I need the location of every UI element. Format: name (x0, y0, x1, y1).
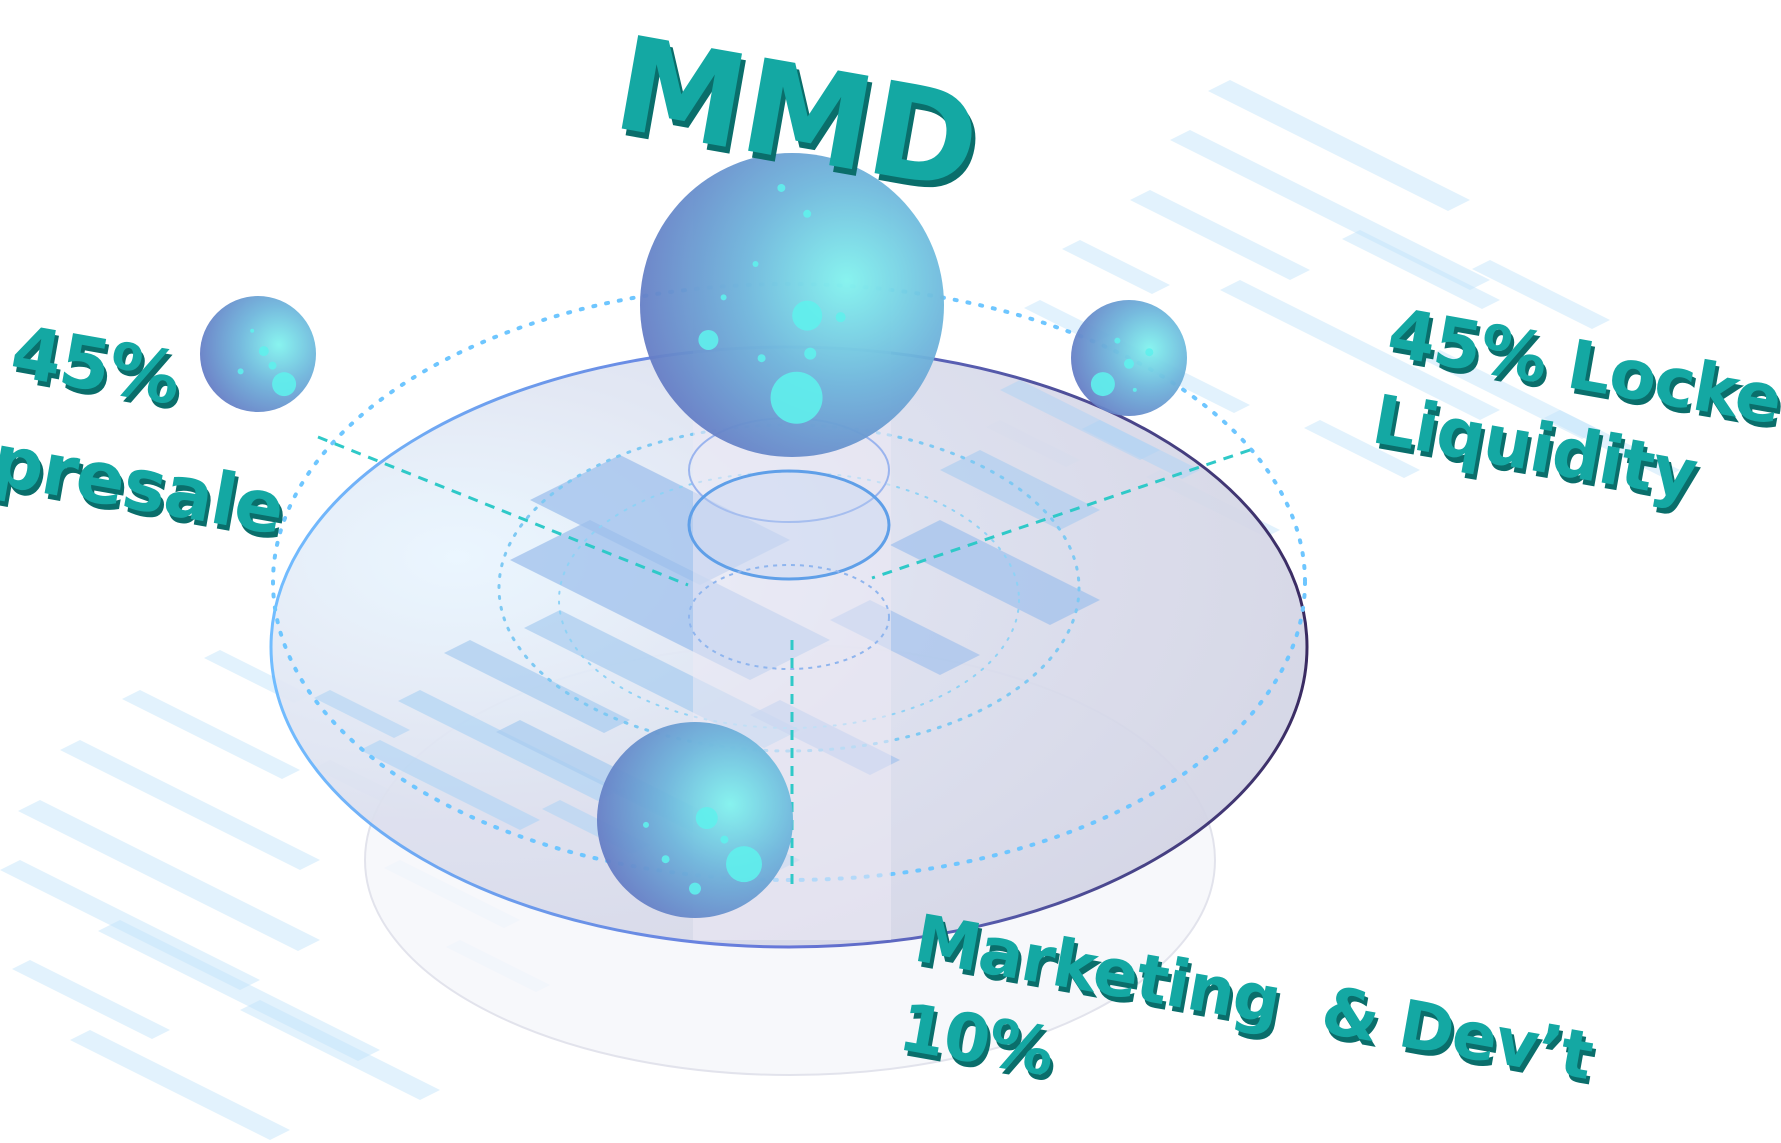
title-text: MMD (605, 7, 990, 220)
grid-tile (1062, 240, 1170, 294)
grid-tile (12, 960, 170, 1039)
orb-sparkle (777, 183, 786, 192)
grid-tile (70, 1030, 290, 1140)
orb-sparkle (835, 312, 846, 323)
connector-lines (317, 435, 1251, 890)
grid-tile (0, 860, 260, 990)
grid-tile (122, 690, 300, 779)
grid-tile (1220, 280, 1500, 420)
grid-tile (1304, 420, 1420, 478)
orb-sparkle (272, 372, 297, 397)
grid-tile (360, 740, 540, 830)
orb-sparkle (643, 821, 649, 828)
liquidity-orb (1071, 300, 1187, 416)
orb-sparkle (720, 835, 729, 844)
orb-sparkle (770, 371, 823, 424)
presale-orb (200, 296, 316, 412)
orbs (200, 153, 1187, 918)
orb-sparkle (661, 855, 670, 864)
grid-tile (398, 690, 620, 801)
orb-sparkle (803, 209, 812, 218)
grid-tile (1208, 80, 1470, 211)
grid-tile (1472, 260, 1610, 329)
marketing-orb (597, 722, 793, 918)
grid-tile (1342, 230, 1500, 309)
orb-sparkle (258, 346, 269, 357)
grid-tile (1170, 130, 1490, 290)
liquidity-label: 45% Locked 45% Locked Liquidity Liquidit… (1367, 294, 1781, 521)
orb-sparkle (695, 807, 718, 830)
mmd-orb (640, 153, 944, 457)
grid-tile (314, 690, 410, 738)
orb-sparkle (1090, 372, 1115, 397)
orb-sparkle (1145, 348, 1154, 357)
grid-tile (1422, 350, 1600, 439)
orb-sparkle (757, 354, 766, 363)
grid-tile (1082, 420, 1200, 479)
orb-sparkle (720, 294, 727, 301)
connector-liquidity (871, 448, 1251, 580)
marketing-label: Marketing & Dev’t Marketing & Dev’t 10% … (894, 900, 1602, 1101)
grid-tile (18, 800, 320, 951)
center-ring-bottom (688, 564, 890, 670)
grid-tile (240, 1000, 440, 1100)
orb-sparkle (237, 368, 244, 375)
grid-tile (1544, 410, 1680, 478)
presale-percent: 45% (5, 309, 186, 421)
grid-tile (890, 520, 1100, 625)
orb-sparkle (1114, 337, 1121, 344)
orb-sparkle (752, 260, 759, 267)
liquidity-orb-sphere (1071, 300, 1187, 416)
center-ring-middle (687, 469, 891, 581)
grid-tile (444, 640, 630, 733)
orb-sparkle (1124, 358, 1134, 369)
orb-sparkle (792, 300, 823, 331)
grid-tile (60, 740, 320, 870)
orb-sparkle (804, 347, 817, 360)
grid-tile (98, 920, 380, 1061)
orb-sparkle (250, 328, 255, 333)
orb-sparkle (698, 329, 719, 350)
grid-tile (1130, 190, 1310, 280)
orb-sparkle (1132, 387, 1137, 392)
orb-sparkle (268, 361, 277, 370)
title-label: MMD MMD (605, 7, 993, 227)
connector-presale (317, 435, 689, 587)
orb-sparkle (689, 882, 701, 895)
mmd-orb-sphere (640, 153, 944, 457)
presale-orb-sphere (200, 296, 316, 412)
orb-sparkle (726, 846, 762, 883)
